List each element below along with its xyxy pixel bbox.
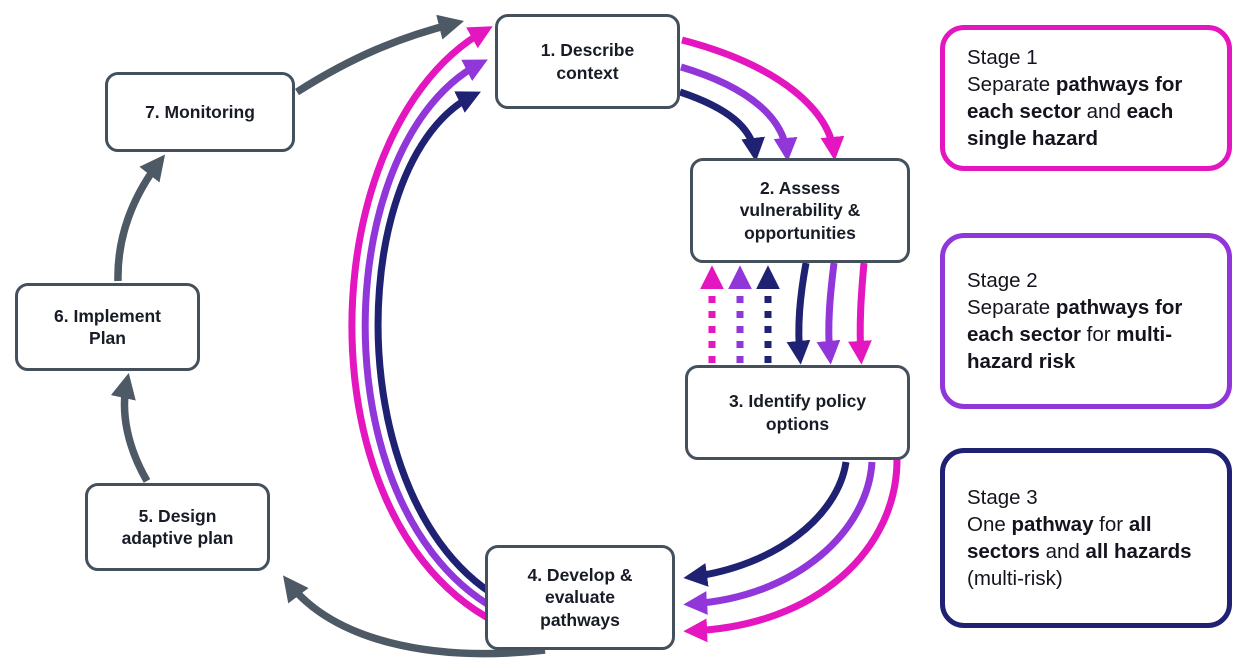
step-label-line: Plan [89, 328, 126, 348]
step-label-line: evaluate [544, 587, 616, 608]
step-label-line: 3. Identify policy [728, 391, 867, 412]
legend-text: Separate [967, 72, 1056, 96]
legend-stage3-box: Stage 3 One pathway for all sectors and … [940, 448, 1232, 628]
arrow-stage2-4-to-1 [361, 59, 586, 638]
step-label-line: vulnerability & [739, 200, 861, 221]
step-box-5: 5. Design adaptive plan [85, 483, 270, 571]
arrow-stage3-3-to-4 [683, 461, 850, 587]
legend-stage3-body: One pathway for all sectors and all haza… [967, 511, 1205, 593]
legend-text: for [1080, 323, 1117, 346]
legend-text-bold: each single hazard [967, 100, 1174, 151]
step-label-line: pathways [540, 609, 620, 630]
step-label-line: context [556, 62, 619, 83]
legend-stage1-box: Stage 1 Separate pathways for each secto… [940, 25, 1232, 171]
legend-stage1-body: Separate pathways for each sector and ea… [967, 71, 1205, 153]
arrow-7-to-1 [294, 14, 465, 96]
arrow-stage2-1-to-2 [680, 63, 798, 162]
legend-text-bold: all sectors [967, 512, 1152, 563]
step-label-line: adaptive plan [121, 528, 234, 548]
arrow-stage1-2-to-3 [848, 262, 872, 365]
arrow-4-to-5 [283, 575, 546, 658]
legend-stage2-box: Stage 2 Separate pathways for each secto… [940, 233, 1232, 409]
step-label-line: opportunities [744, 222, 856, 243]
step-label-line: 5. Design [138, 505, 217, 526]
arrow-5-to-6 [110, 372, 151, 483]
arrow-stage1-3-to-4 [683, 457, 901, 643]
step-box-7: 7. Monitoring [105, 72, 295, 152]
step-label-line: 2. Assess [759, 177, 841, 198]
arrow-stage2-2-to-3 [816, 262, 841, 365]
step-box-4: 4. Develop & evaluate pathways [485, 545, 675, 650]
legend-text: and [1080, 100, 1127, 123]
step-label-line: 1. Describe [540, 40, 635, 61]
legend-text-bold: pathways for each sector [967, 72, 1183, 123]
step-box-1: 1. Describe context [495, 14, 680, 109]
arrow-stage2-3-to-4 [683, 461, 876, 615]
step-label-line: 6. Implement [54, 305, 161, 326]
arrow-stage1-1-to-2 [681, 36, 845, 161]
step-label-line: 4. Develop & [527, 564, 633, 585]
legend-stage1-title: Stage 1 [967, 45, 1038, 69]
step-box-3: 3. Identify policy options [685, 365, 910, 460]
legend-stage2-title: Stage 2 [967, 268, 1038, 292]
legend-text-bold: multi-hazard risk [967, 323, 1173, 374]
step-box-2: 2. Assess vulnerability & opportunities [690, 158, 910, 263]
legend-stage3-title: Stage 3 [967, 485, 1038, 509]
legend-text-bold: pathway [1011, 512, 1094, 536]
legend-text: and [1039, 540, 1086, 563]
step-label-line: options [765, 413, 830, 434]
legend-text: One [967, 512, 1012, 536]
legend-stage2-body: Separate pathways for each sector for mu… [967, 294, 1205, 376]
arrow-stage1-4-to-1 [348, 26, 593, 650]
arrow-6-to-7 [114, 154, 166, 282]
step-label-line: 7. Monitoring [145, 101, 255, 122]
legend-text-bold: pathways for each sector [967, 295, 1183, 346]
legend-text: for [1093, 512, 1129, 536]
legend-text-bold: all hazards [1085, 540, 1192, 563]
legend-text: (multi-risk) [967, 567, 1063, 591]
arrow-stage3-2-to-3 [786, 262, 811, 365]
arrow-stage3-1-to-2 [678, 88, 765, 162]
step-box-6: 6. Implement Plan [15, 283, 200, 371]
legend-text: Separate [967, 295, 1056, 319]
